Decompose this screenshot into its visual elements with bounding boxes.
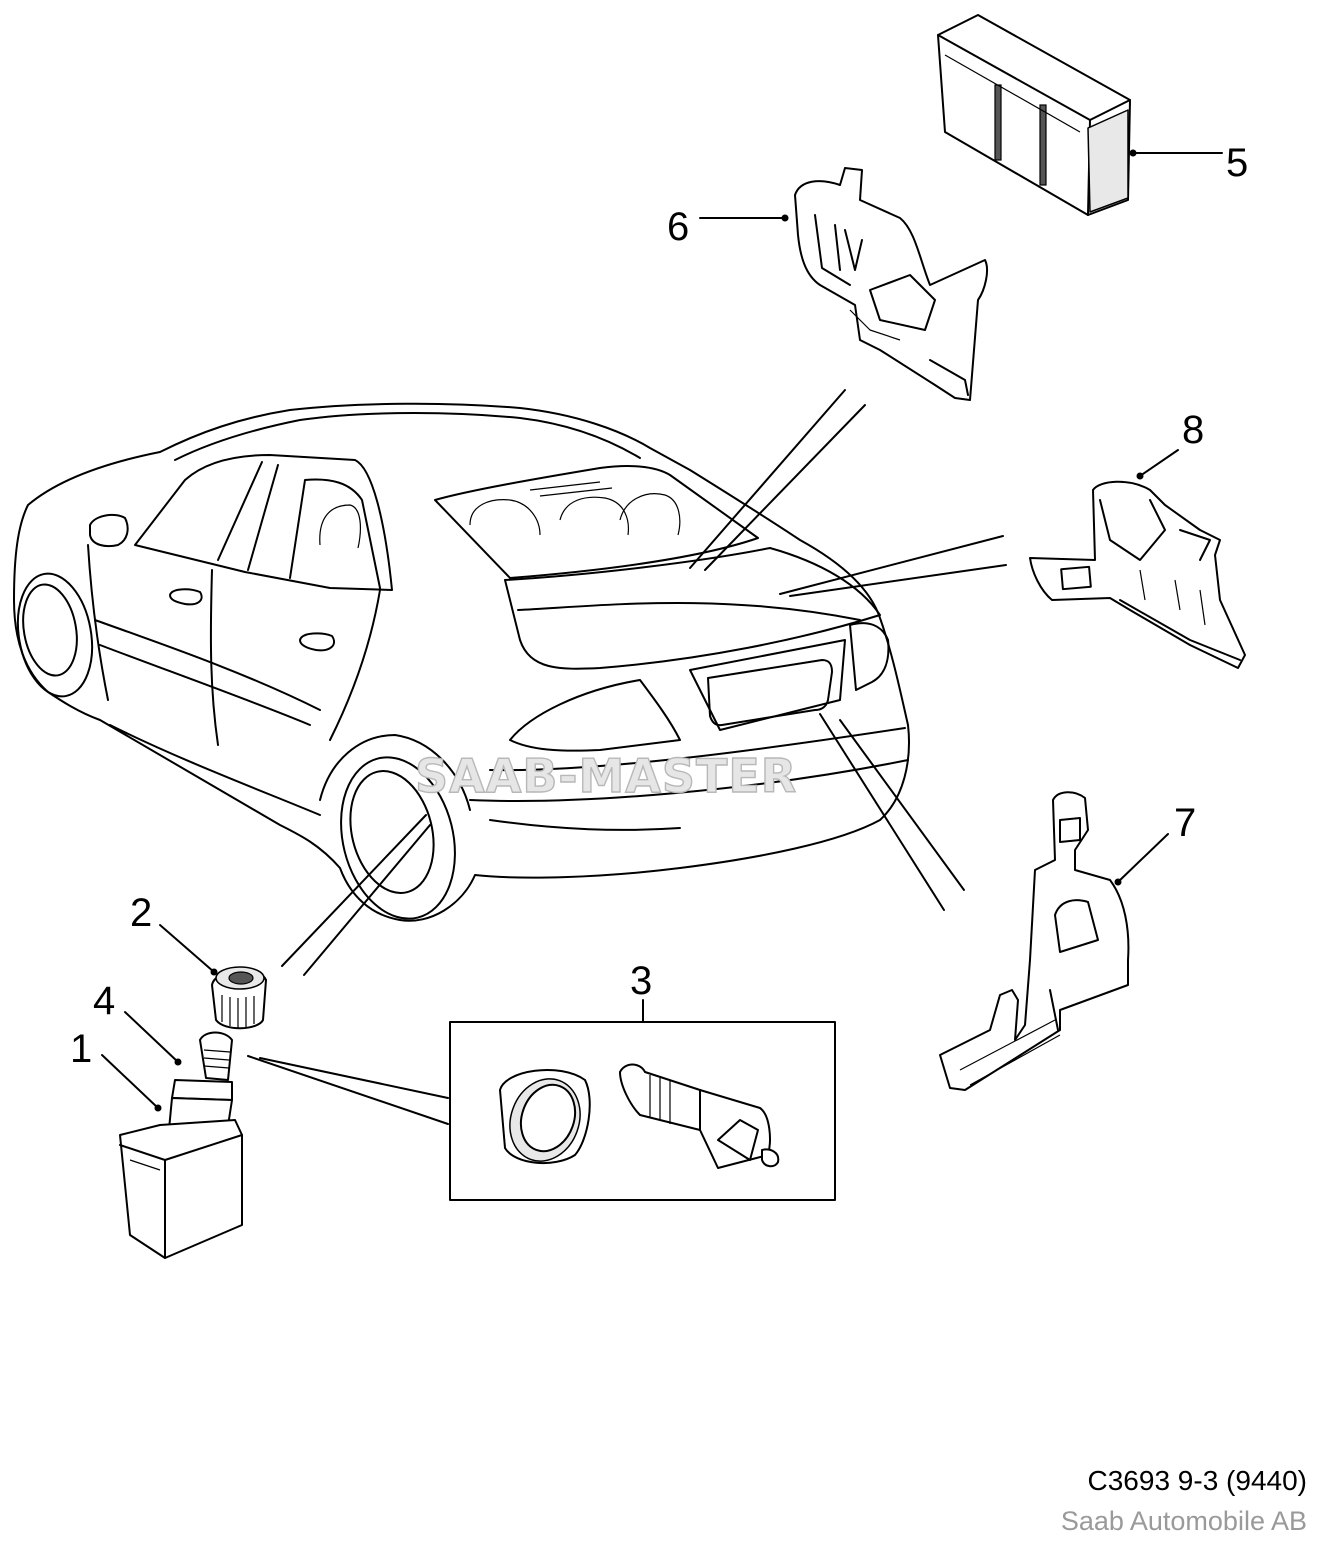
car-illustration xyxy=(13,402,910,922)
company-name: Saab Automobile AB xyxy=(1060,1506,1307,1536)
part-8-bracket xyxy=(1029,480,1246,669)
callout-8: 8 xyxy=(1182,408,1204,452)
leader-1 xyxy=(101,1054,159,1109)
callout-1: 1 xyxy=(70,1027,92,1071)
leader-4 xyxy=(124,1011,179,1063)
leader-7 xyxy=(1117,833,1169,883)
pointer-6b xyxy=(704,404,866,571)
callout-2: 2 xyxy=(130,891,152,935)
pointer-8a xyxy=(779,535,1004,595)
pointer-7a xyxy=(819,713,945,911)
callout-4: 4 xyxy=(93,979,115,1023)
callout-7: 7 xyxy=(1174,801,1196,845)
callout-3: 3 xyxy=(630,959,652,1003)
part-1-pressure-sensor xyxy=(119,1097,243,1259)
pointer-3a xyxy=(247,1055,449,1125)
leader-2 xyxy=(159,924,215,973)
part-5-control-module xyxy=(937,14,1131,216)
callout-5: 5 xyxy=(1226,141,1248,185)
leader-8 xyxy=(1139,449,1179,477)
part-2-valve-cap xyxy=(211,966,267,1030)
pointer-3b xyxy=(259,1057,449,1099)
pointer-8b xyxy=(789,564,1007,597)
diagram-code: C3693 9-3 (9440) xyxy=(1087,1465,1307,1496)
part-7-bracket xyxy=(939,791,1130,1091)
callout-6: 6 xyxy=(667,205,689,249)
pointer-7b xyxy=(839,719,965,891)
part-6-bracket xyxy=(794,167,988,401)
part-3-box xyxy=(247,999,836,1201)
pointer-2b xyxy=(303,824,431,976)
pointer-2a xyxy=(281,814,427,967)
pointer-6a xyxy=(689,389,846,569)
watermark-text: SAAB-MASTER xyxy=(415,749,797,803)
part-4-valve-stem xyxy=(171,1031,233,1101)
